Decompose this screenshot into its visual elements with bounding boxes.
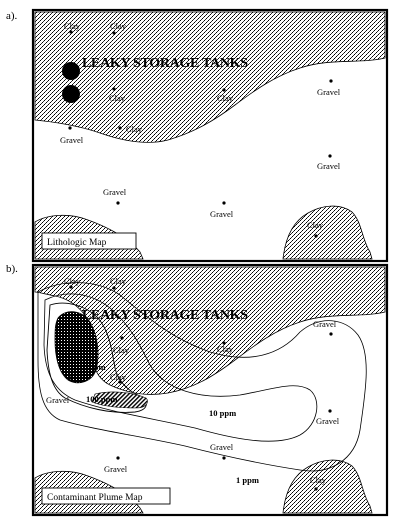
panel-a: LEAKY STORAGE TANKS Clay Clay Clay Clay … [31, 8, 389, 263]
panel-b-clay-lower-right [282, 459, 373, 514]
panel-b-label-gravel-4: Gravel [210, 442, 234, 452]
panel-b-label-gravel-3: Gravel [316, 416, 340, 426]
panel-b-plume-core [54, 311, 99, 384]
panel-a-label-clay-2: Clay [110, 21, 127, 31]
panel-a-label-clay-6: Clay [307, 220, 324, 230]
panel-b-caption-box [41, 487, 171, 505]
panel-a-label-gravel-4: Gravel [103, 187, 127, 197]
panel-a-tank-1 [62, 62, 80, 80]
panel-b-label-gravel-5: Gravel [104, 464, 128, 474]
panel-b-label-clay-5: Clay [110, 372, 127, 382]
panel-a-label-gravel-3: Gravel [317, 161, 341, 171]
panel-b-letter: b). [6, 263, 18, 275]
panel-a-caption-box [41, 232, 137, 250]
panel-b: LEAKY STORAGE TANKS Clay Clay Clay Clay … [31, 263, 389, 517]
panel-b-label-clay-1: Clay [64, 276, 81, 286]
panel-b-title: LEAKY STORAGE TANKS [82, 308, 248, 323]
panel-a-clay-lower-right [282, 205, 373, 260]
panel-b-label-gravel-1: Gravel [313, 319, 337, 329]
panel-b-label-gravel-2: Gravel [46, 395, 70, 405]
panel-b-contour-10ppm [43, 293, 318, 442]
panel-a-label-gravel-1: Gravel [317, 87, 341, 97]
panel-b-label-1ppm: 1 ppm [236, 475, 259, 485]
panel-a-clay-upper [34, 11, 386, 143]
panel-b-label-clay-6: Clay [310, 475, 327, 485]
panel-b-label-100ppm: 100 ppm [86, 394, 117, 404]
panel-a-label-clay-5: Clay [126, 124, 143, 134]
panel-b-contour-1ppm [37, 282, 367, 472]
panel-a-label-clay-4: Clay [217, 93, 234, 103]
panel-a-label-gravel-5: Gravel [210, 209, 234, 219]
panel-a-caption: Lithologic Map [47, 238, 107, 248]
panel-a-sample-points [68, 30, 333, 238]
panel-a-label-gravel-2: Gravel [60, 135, 84, 145]
panel-b-label-10ppm: 10 ppm [209, 408, 236, 418]
panel-b-clay-upper [34, 266, 386, 395]
panel-b-label-clay-2: Clay [110, 276, 127, 286]
panel-a-title: LEAKY STORAGE TANKS [82, 56, 248, 71]
panel-b-label-clay-3: Clay [113, 345, 130, 355]
panel-b-sample-points [68, 285, 333, 491]
panel-b-label-ppm-partial: ppm [89, 362, 106, 372]
panel-a-label-clay-1: Clay [64, 21, 81, 31]
panel-b-caption: Contaminant Plume Map [47, 493, 143, 503]
panel-a-tank-2 [62, 85, 80, 103]
panel-a-label-clay-3: Clay [109, 93, 126, 103]
panel-b-label-clay-4: Clay [217, 344, 234, 354]
panel-b-hatched-band [91, 391, 148, 409]
panel-a-letter: a). [6, 10, 18, 22]
